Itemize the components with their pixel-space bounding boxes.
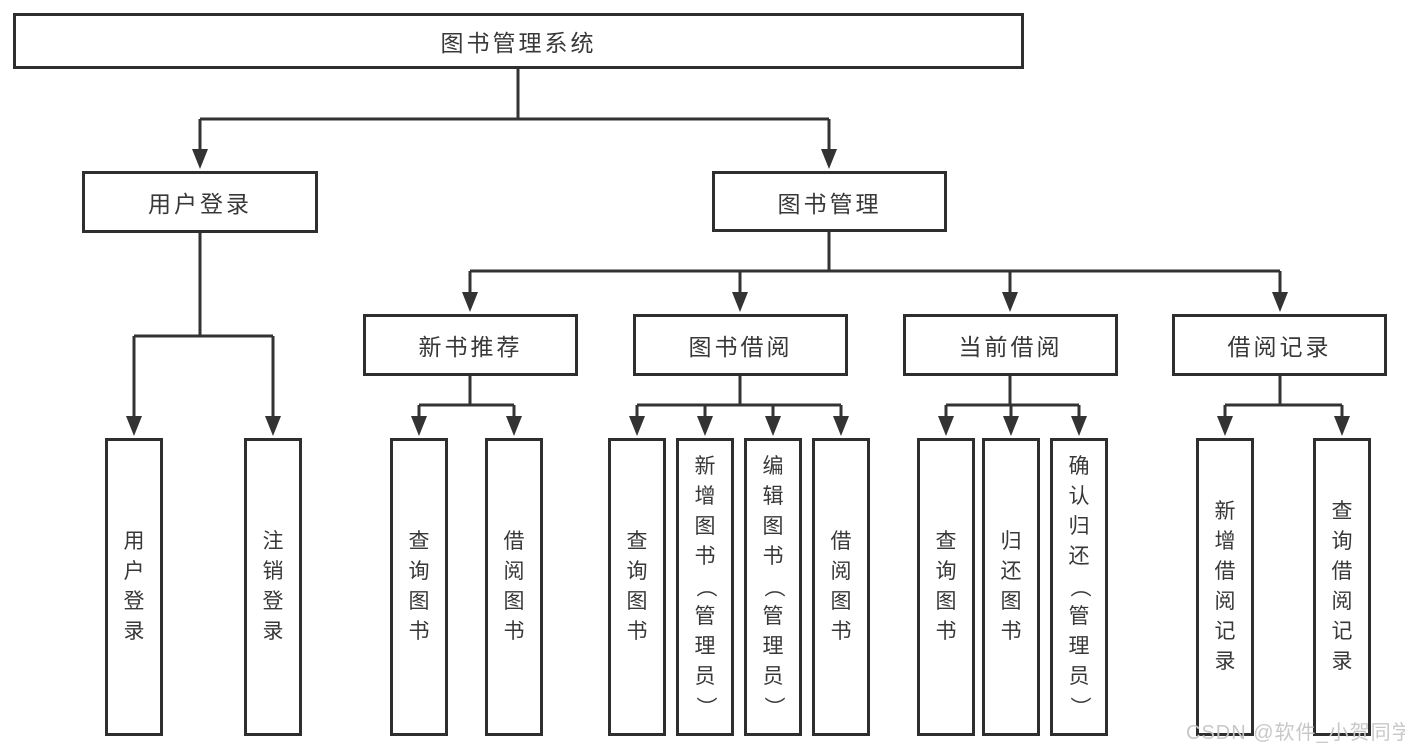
node-book-management: 图书管理: [712, 171, 947, 232]
arrow-down-icons: [126, 149, 1350, 436]
leaf-edit-book-admin: 编辑图书（管理员）: [744, 438, 802, 736]
leaf-edit-book-admin-label: 编辑图书（管理员）: [762, 455, 785, 718]
leaf-query-books-current-label: 查询图书: [935, 530, 957, 643]
leaf-logout-label: 注销登录: [262, 530, 284, 643]
node-new-book-recommend-label: 新书推荐: [418, 334, 523, 360]
node-new-book-recommend: 新书推荐: [363, 314, 578, 376]
watermark: CSDN @软件_小贺同学: [1186, 722, 1405, 744]
leaf-add-book-admin-label: 新增图书（管理员）: [694, 455, 717, 718]
connector-paths: [132, 69, 1344, 419]
node-root-label: 图书管理系统: [440, 30, 597, 56]
leaf-query-borrow-record: 查询借阅记录: [1313, 438, 1371, 736]
node-current-borrowing: 当前借阅: [903, 314, 1118, 376]
leaf-add-book-admin: 新增图书（管理员）: [676, 438, 734, 736]
node-user-login-label: 用户登录: [148, 191, 252, 217]
leaf-borrow-books-recommend: 借阅图书: [485, 438, 543, 736]
node-root: 图书管理系统: [13, 13, 1024, 69]
node-current-borrowing-label: 当前借阅: [958, 334, 1063, 360]
leaf-borrow-books-borrowing-label: 借阅图书: [830, 530, 852, 643]
node-book-borrowing-label: 图书借阅: [688, 334, 793, 360]
node-book-borrowing: 图书借阅: [633, 314, 848, 376]
leaf-user-login: 用户登录: [105, 438, 163, 736]
leaf-query-books-recommend: 查询图书: [390, 438, 448, 736]
leaf-query-books-recommend-label: 查询图书: [408, 530, 430, 643]
leaf-query-books-borrowing-label: 查询图书: [626, 530, 648, 643]
leaf-add-borrow-record: 新增借阅记录: [1196, 438, 1254, 736]
leaf-query-borrow-record-label: 查询借阅记录: [1331, 500, 1353, 673]
leaf-borrow-books-borrowing: 借阅图书: [812, 438, 870, 736]
leaf-return-books-label: 归还图书: [1000, 530, 1022, 643]
leaf-user-login-label: 用户登录: [123, 530, 145, 643]
leaf-confirm-return-admin-label: 确认归还（管理员）: [1068, 455, 1091, 718]
node-user-login: 用户登录: [82, 171, 318, 233]
node-book-management-label: 图书管理: [777, 190, 882, 217]
leaf-add-borrow-record-label: 新增借阅记录: [1214, 500, 1236, 673]
leaf-confirm-return-admin: 确认归还（管理员）: [1050, 438, 1108, 736]
leaf-logout: 注销登录: [244, 438, 302, 736]
node-borrowing-records-label: 借阅记录: [1227, 334, 1332, 360]
leaf-return-books: 归还图书: [982, 438, 1040, 736]
node-borrowing-records: 借阅记录: [1172, 314, 1387, 376]
leaf-query-books-current: 查询图书: [917, 438, 975, 736]
leaf-query-books-borrowing: 查询图书: [608, 438, 666, 736]
leaf-borrow-books-recommend-label: 借阅图书: [503, 530, 525, 643]
